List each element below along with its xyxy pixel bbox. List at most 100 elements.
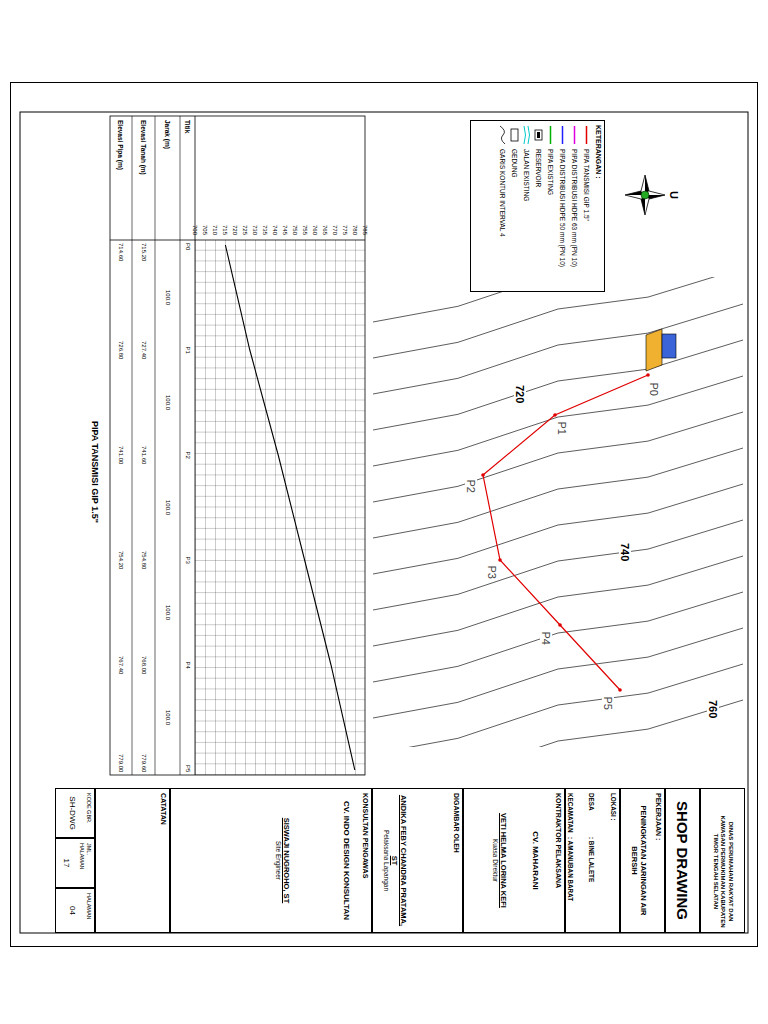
- profile-chart: [195, 240, 365, 775]
- page-count-cell: JML. HALAMAN 17: [55, 838, 95, 888]
- cell-text: LOKASI :: [609, 793, 617, 928]
- point-label: P3: [486, 565, 498, 580]
- elevation-axis-label: 780: [352, 225, 359, 235]
- agency-header: DINAS PERUMAHAN RAKYAT DAN KAWASAN PERMU…: [700, 788, 745, 933]
- legend-swatch: [546, 125, 555, 145]
- distance-value: 100.0: [164, 395, 171, 410]
- north-arrow: [641, 191, 649, 199]
- legend-row: PIPA DISTRIBUSI HDPE 63 mm (PN 10): [570, 125, 579, 287]
- elevation-axis-label: 700: [192, 225, 199, 235]
- cell-text: JML. HALAMAN: [79, 843, 92, 883]
- north-arrow: [625, 175, 665, 215]
- cell-text: SISWAJI NUGROHO, ST: [282, 793, 291, 928]
- text-row: LOKASI :: [609, 793, 617, 928]
- pipe-route: [498, 558, 502, 562]
- distance-value: 100.0: [164, 290, 171, 305]
- location-cell: LOKASI :DESA: BINE LALETEKECAMATAN: AMAN…: [565, 788, 620, 933]
- contour-label: 760: [707, 699, 719, 719]
- legend-box: KETERANGAN :PIPA TANSMISI GIP 1.5"PIPA D…: [470, 120, 605, 292]
- station-label: P0: [184, 243, 191, 250]
- north-label: U: [668, 191, 680, 199]
- station-label: P4: [184, 662, 191, 669]
- legend-text: PIPA DISTRIBUSI HDPE 50 mm (PN 10): [558, 149, 565, 267]
- pipe-route: [646, 373, 650, 377]
- legend-row: PIPA EXISTING: [546, 125, 555, 287]
- drawing-sheet: DINAS PERUMAHAN RAKYAT DAN KAWASAN PERMU…: [10, 82, 758, 947]
- contour-line: [373, 412, 743, 502]
- text-row: HALAMAN: [85, 893, 92, 928]
- point-label: P0: [648, 382, 660, 397]
- profile-chart: [110, 240, 365, 241]
- distance-value: 100.0: [164, 605, 171, 620]
- profile-caption: PIPA TANSMISI GIP 1.5": [89, 421, 99, 523]
- reservoir-symbol: [646, 329, 676, 371]
- ground-elevation: 727.40: [140, 341, 147, 359]
- cell-text: ANDIKA FEBY CHANDRA PRATAMA, ST: [390, 793, 408, 928]
- table-header: Elevasi Pipa (m): [117, 120, 124, 170]
- profile-chart: [195, 116, 196, 775]
- text-row: KODE GBR.: [85, 793, 92, 833]
- contour-line: [373, 340, 743, 430]
- cell-text: : BINE LALETE: [588, 837, 596, 882]
- point-label: P4: [540, 631, 552, 646]
- text-row: KETERANGAN :: [594, 125, 602, 287]
- cell-text: Pelaksana Lapangan: [382, 793, 390, 928]
- text-row: VETI HELMA LORINA KEFI: [499, 793, 508, 928]
- reservoir-symbol: [662, 334, 676, 358]
- pipe-elevation: 714.60: [118, 243, 125, 261]
- ground-elevation: 779.60: [140, 754, 147, 772]
- legend-text: GARIS KONTUR INTERVAL 4: [498, 149, 505, 237]
- cell-text: DESA: [588, 793, 596, 837]
- cell-text: SHOP DRAWING: [674, 793, 692, 928]
- code-cell: KODE GBR. SH-DWG: [55, 788, 95, 838]
- cell-text: DINAS PERUMAHAN RAKYAT DAN KAWASAN PERMU…: [711, 815, 734, 928]
- ground-elevation: 715.20: [140, 243, 147, 261]
- legend-row: PIPA DISTRIBUSI HDPE 50 mm (PN 10): [558, 125, 567, 287]
- cell-text: KETERANGAN :: [594, 125, 602, 287]
- point-label: P2: [465, 479, 477, 494]
- elevation-axis-label: 710: [212, 225, 219, 235]
- legend-swatch: [498, 125, 507, 145]
- legend-text: JALAN EXISTING: [522, 149, 529, 201]
- station-label: P3: [184, 557, 191, 564]
- pipe-route: [618, 688, 622, 692]
- north-arrow: [625, 175, 665, 215]
- elevation-axis-label: 770: [332, 225, 339, 235]
- station-label: P2: [184, 452, 191, 459]
- elevation-axis-label: 725: [242, 225, 249, 235]
- sheet-frame: [11, 83, 758, 947]
- contour-line: [373, 700, 743, 747]
- pipe-route: [481, 373, 650, 692]
- project-cell: PEKERJAAN :PENINGKATAN JARINGAN AIR BERS…: [620, 788, 665, 933]
- pipe-elevation: 754.20: [118, 551, 125, 569]
- elevation-axis-label: 750: [292, 225, 299, 235]
- text-row: DINAS PERUMAHAN RAKYAT DAN KAWASAN PERMU…: [711, 815, 734, 928]
- cell-text: SH-DWG: [68, 793, 78, 833]
- cell-text: CV. INDO DESIGN KONSULTAN: [341, 793, 351, 928]
- cell-text: VETI HELMA LORINA KEFI: [499, 793, 508, 928]
- notes-cell: CATATAN: [95, 788, 170, 933]
- cell-text: KODE GBR.: [85, 793, 92, 833]
- legend-text: PIPA TANSMISI GIP 1.5": [582, 149, 589, 221]
- distance-value: 100.0: [164, 500, 171, 515]
- profile-chart: [155, 116, 156, 775]
- contractor-cell: KONTRAKTOR PELAKSANA CV. MAHARANI VETI HEL…: [463, 788, 565, 933]
- pipe-elevation: 726.80: [118, 341, 125, 359]
- text-row: DIGAMBAR OLEH: [452, 793, 460, 928]
- text-row: CV. MAHARANI: [530, 793, 540, 928]
- page-number-cell: HALAMAN04: [55, 888, 95, 933]
- contour-line: [373, 556, 743, 646]
- text-row: SH-DWG: [68, 793, 78, 833]
- pipe-route: [481, 473, 485, 477]
- text-row: PEKERJAAN :: [654, 793, 662, 928]
- contour-line: [373, 277, 743, 747]
- cell-text: KONSULTAN PENGAWAS: [361, 793, 369, 928]
- text-row: JML. HALAMAN: [79, 843, 92, 883]
- station-label: P5: [184, 765, 191, 772]
- cell-text: 17: [61, 843, 71, 883]
- legend-text: PIPA EXISTING: [546, 149, 553, 195]
- cell-text: KONTRAKTOR PELAKSANA: [554, 793, 562, 928]
- text-row: KONSULTAN PENGAWAS: [361, 793, 369, 928]
- cell-text: KECAMATAN: [567, 793, 575, 837]
